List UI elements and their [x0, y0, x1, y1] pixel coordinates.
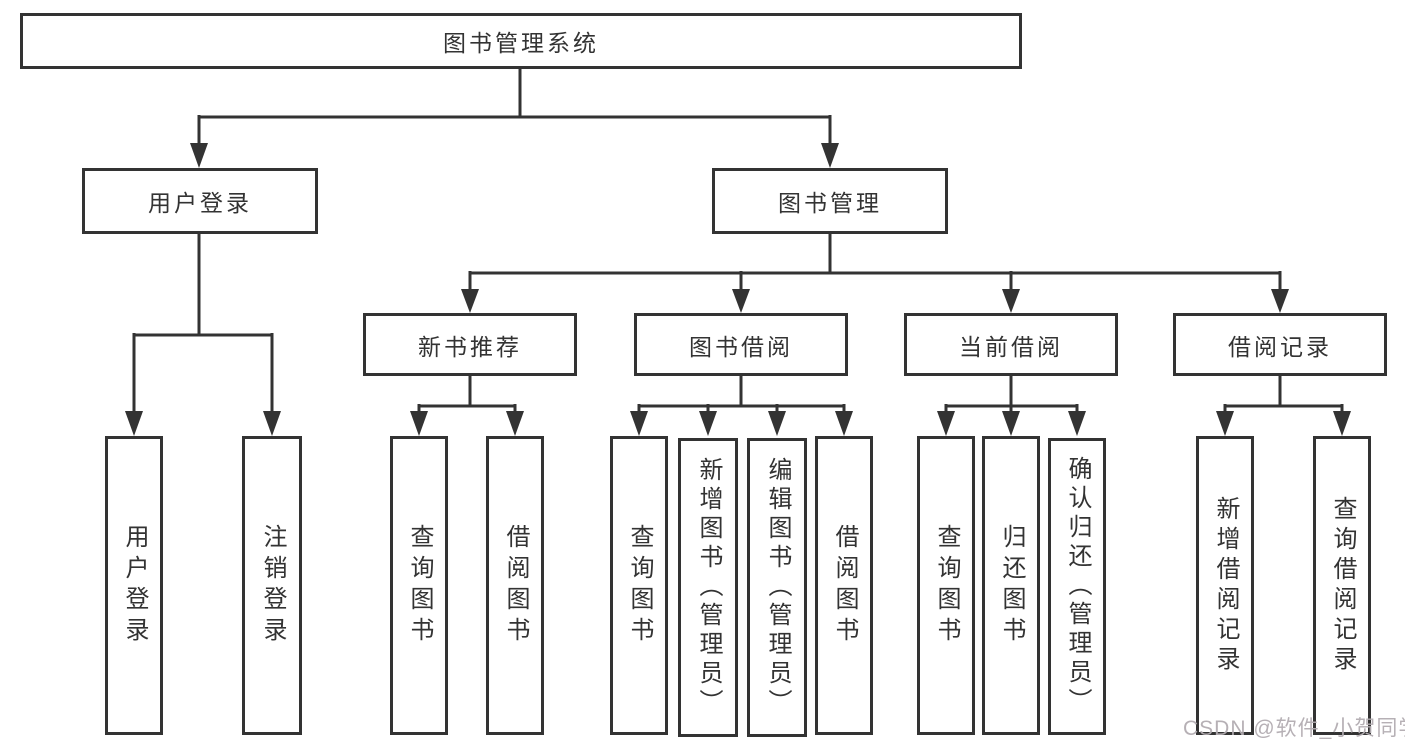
node-label: 查询图书 [933, 523, 960, 648]
node-leaf-add-borrow-record: 新增借阅记录 [1196, 436, 1254, 735]
arrowhead [410, 411, 428, 436]
node-book-borrowing: 图书借阅 [634, 313, 848, 376]
node-leaf-user-login: 用户登录 [105, 436, 163, 735]
node-leaf-logout: 注销登录 [242, 436, 302, 735]
arrowhead [1333, 411, 1351, 436]
arrowhead [821, 143, 839, 168]
arrowhead [461, 289, 479, 313]
node-book-management: 图书管理 [712, 168, 948, 234]
arrowhead [630, 411, 648, 436]
arrowhead [1271, 289, 1289, 313]
node-label: 确认归还（管理员） [1064, 456, 1091, 717]
node-label: 归还图书 [998, 523, 1025, 648]
node-label: 新增图书（管理员） [695, 457, 722, 718]
node-label: 用户登录 [121, 523, 148, 648]
arrowhead [699, 411, 717, 436]
node-label: 新增借阅记录 [1212, 495, 1239, 676]
arrowhead [1068, 411, 1086, 436]
arrowhead [768, 411, 786, 436]
node-label: 编辑图书（管理员） [764, 457, 791, 718]
connector-paths [132, 68, 1344, 416]
arrowhead [1002, 411, 1020, 436]
node-label: 图书管理系统 [443, 30, 599, 56]
node-label: 图书借阅 [689, 333, 793, 360]
arrowhead [263, 411, 281, 436]
arrowhead [1002, 289, 1020, 313]
node-label: 查询借阅记录 [1329, 495, 1356, 676]
node-leaf-query-borrow-record: 查询借阅记录 [1313, 436, 1371, 735]
csdn-watermark: CSDN @软件_小贺同学 [1183, 717, 1405, 740]
arrowheads [125, 143, 1351, 436]
node-label: 借阅记录 [1228, 333, 1332, 360]
arrowhead [125, 411, 143, 436]
arrowhead [506, 411, 524, 436]
arrowhead [190, 143, 208, 168]
node-leaf-borrow-book-recommend: 借阅图书 [486, 436, 544, 735]
arrowhead [937, 411, 955, 436]
node-label: 当前借阅 [959, 333, 1063, 360]
node-current-borrowing: 当前借阅 [904, 313, 1118, 376]
node-label: 查询图书 [406, 523, 433, 648]
node-leaf-add-book-admin: 新增图书（管理员） [678, 438, 738, 737]
node-label: 用户登录 [148, 190, 252, 216]
arrowhead [1216, 411, 1234, 436]
node-label: 借阅图书 [831, 523, 858, 648]
arrowhead [835, 411, 853, 436]
node-label: 借阅图书 [502, 523, 529, 648]
node-new-book-recommend: 新书推荐 [363, 313, 577, 376]
node-label: 注销登录 [259, 523, 286, 648]
node-leaf-query-book-borrowing: 查询图书 [610, 436, 668, 735]
node-label: 新书推荐 [418, 333, 522, 360]
node-label: 图书管理 [778, 190, 882, 216]
node-leaf-query-book-current: 查询图书 [917, 436, 975, 735]
node-user-login: 用户登录 [82, 168, 318, 234]
node-leaf-borrow-book: 借阅图书 [815, 436, 873, 735]
node-borrowing-records: 借阅记录 [1173, 313, 1387, 376]
arrowhead [732, 289, 750, 313]
node-label: 查询图书 [626, 523, 653, 648]
node-leaf-query-book-recommend: 查询图书 [390, 436, 448, 735]
node-leaf-confirm-return-admin: 确认归还（管理员） [1048, 438, 1106, 735]
node-library-management-system: 图书管理系统 [20, 13, 1022, 69]
node-leaf-edit-book-admin: 编辑图书（管理员） [747, 438, 807, 737]
node-leaf-return-book: 归还图书 [982, 436, 1040, 735]
